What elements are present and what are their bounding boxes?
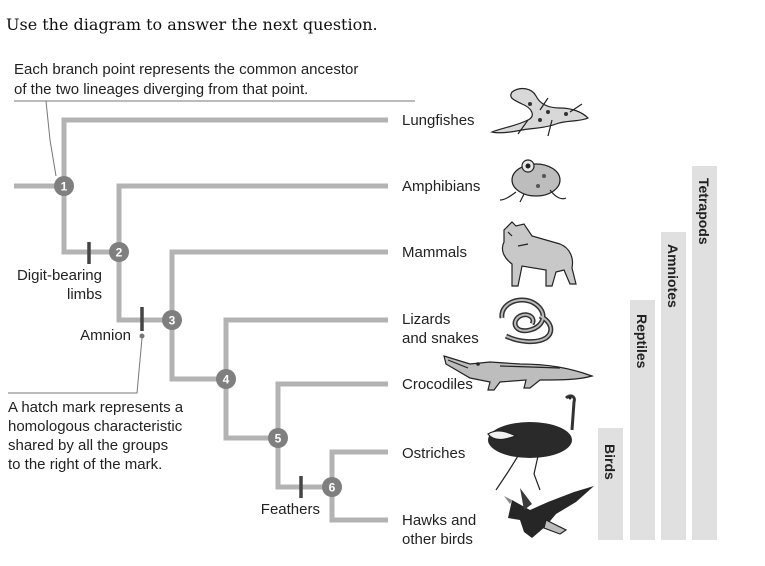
hatch-leader-dot	[139, 333, 145, 339]
wolf-icon	[501, 221, 577, 287]
branch-2-to-3	[116, 252, 172, 323]
lungfish-branch	[61, 117, 388, 186]
branch-point-callout-line1: Each branch point represents the common …	[14, 61, 358, 78]
tetrapods-bar	[692, 166, 717, 540]
taxon-crocodiles: Crocodiles	[402, 376, 473, 393]
taxon-hawks-line1: Hawks and	[402, 512, 476, 529]
node-3-label: 3	[169, 314, 176, 328]
digit-limbs-label-line2: limbs	[67, 286, 102, 303]
group-label-reptiles: Reptiles	[634, 314, 650, 369]
crocodile-branch	[275, 381, 388, 438]
branch-point-callout-line2: of the two lineages diverging from that …	[14, 81, 308, 98]
branch-4-to-5	[223, 379, 278, 441]
taxon-lizards-line2: and snakes	[402, 330, 479, 347]
hatch-callout-line4: to the right of the mark.	[8, 456, 162, 473]
node-6: 6	[322, 477, 342, 497]
taxon-mammals: Mammals	[402, 244, 467, 261]
tree-branches	[14, 117, 388, 523]
node-1: 1	[54, 176, 74, 196]
taxon-hawks-line2: other birds	[402, 531, 473, 548]
taxon-lizards-line1: Lizards	[402, 311, 450, 328]
branch-3-to-4	[169, 320, 226, 382]
branch-5-to-6	[275, 438, 332, 490]
node-2: 2	[109, 242, 129, 262]
feathers-label: Feathers	[261, 501, 320, 518]
hatch-callout-line1: A hatch mark represents a	[8, 399, 184, 416]
hatch-callout-line3: shared by all the groups	[8, 437, 168, 454]
node-4-label: 4	[223, 373, 230, 387]
node-5: 5	[268, 428, 288, 448]
ostrich-branch	[329, 449, 388, 487]
node-5-label: 5	[275, 432, 282, 446]
taxon-amphibians: Amphibians	[402, 178, 480, 195]
reptiles-bar	[630, 300, 655, 540]
group-bars	[598, 166, 717, 540]
crocodile-icon	[443, 355, 594, 391]
taxon-ostriches: Ostriches	[402, 445, 465, 462]
group-label-amniotes: Amniotes	[665, 244, 681, 308]
branch-1-to-2	[61, 186, 119, 255]
frog-icon	[499, 159, 567, 203]
node-2-label: 2	[116, 246, 123, 260]
amnion-label: Amnion	[80, 327, 131, 344]
taxon-lungfishes: Lungfishes	[402, 112, 475, 129]
amphibian-branch	[116, 183, 388, 252]
node-4: 4	[216, 369, 236, 389]
group-label-tetrapods: Tetrapods	[696, 178, 712, 245]
hawk-branch	[329, 487, 388, 523]
question-text: Use the diagram to answer the next quest…	[6, 15, 378, 34]
node-3: 3	[162, 310, 182, 330]
amniotes-bar	[661, 232, 686, 540]
hawk-icon	[504, 486, 594, 538]
lizard-branch	[223, 317, 388, 379]
node-1-label: 1	[61, 180, 68, 194]
salamander-icon	[490, 87, 590, 137]
digit-limbs-label-line1: Digit-bearing	[17, 267, 102, 284]
snake-icon	[499, 297, 554, 345]
mammal-branch	[169, 249, 388, 320]
hatch-callout-line2: homologous characteristic	[8, 418, 183, 435]
birds-bar	[598, 428, 623, 540]
branch-point-leader	[45, 100, 57, 177]
group-label-birds: Birds	[602, 444, 618, 480]
node-6-label: 6	[329, 481, 336, 495]
ostrich-icon	[487, 394, 576, 491]
hatch-callout-leader	[8, 337, 143, 394]
